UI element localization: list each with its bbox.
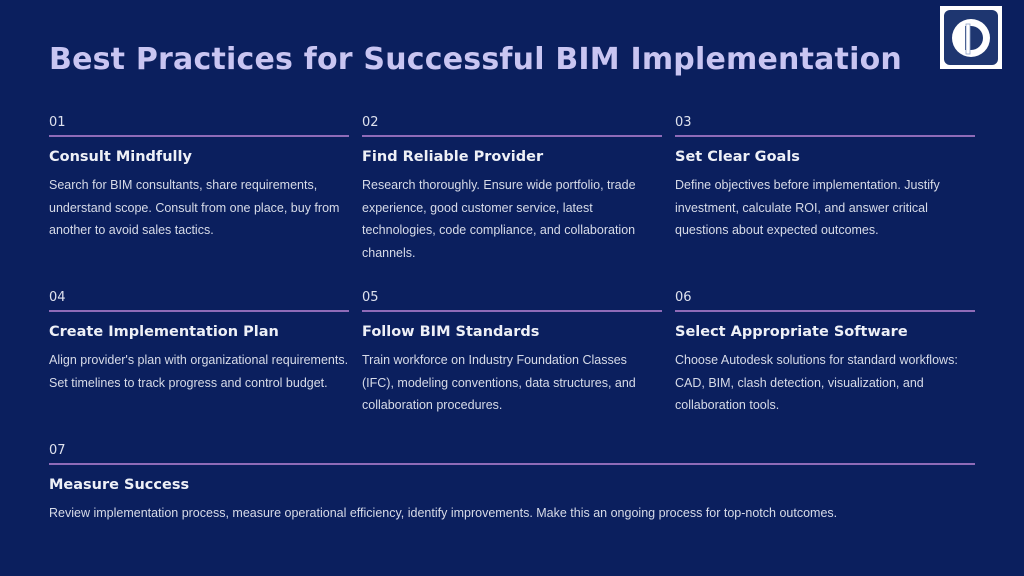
card-body: Research thoroughly. Ensure wide portfol… (362, 178, 636, 260)
card-body: Review implementation process, measure o… (49, 506, 838, 520)
card-number: 03 (675, 115, 692, 130)
card-heading: Select Appropriate Software (675, 324, 908, 340)
logo-d-icon (952, 18, 990, 57)
card-heading: Follow BIM Standards (362, 324, 540, 340)
card-body: Train workforce on Industry Foundation C… (362, 353, 636, 412)
card-number: 04 (49, 290, 66, 305)
card-heading: Find Reliable Provider (362, 149, 544, 165)
card-number: 02 (362, 115, 379, 130)
card-heading: Measure Success (49, 477, 190, 493)
practice-card: 03 Set Clear Goals Define objectives bef… (675, 115, 975, 242)
card-number: 06 (675, 290, 692, 305)
page-title: Best Practices for Successful BIM Implem… (49, 42, 902, 77)
card-heading: Consult Mindfully (49, 149, 192, 165)
divider (49, 310, 349, 312)
practice-card: 07 Measure Success Review implementation… (49, 443, 975, 525)
divider (49, 135, 349, 137)
card-number: 01 (49, 115, 66, 130)
divider (675, 135, 975, 137)
divider (675, 310, 975, 312)
card-body: Choose Autodesk solutions for standard w… (675, 353, 958, 412)
practice-card: 05 Follow BIM Standards Train workforce … (362, 290, 662, 417)
card-body: Define objectives before implementation.… (675, 178, 940, 237)
card-heading: Create Implementation Plan (49, 324, 279, 340)
divider (49, 463, 975, 465)
card-number: 07 (49, 443, 66, 458)
divider (362, 310, 662, 312)
card-body: Align provider's plan with organizationa… (49, 353, 349, 390)
practice-card: 01 Consult Mindfully Search for BIM cons… (49, 115, 349, 242)
card-heading: Set Clear Goals (675, 149, 800, 165)
divider (362, 135, 662, 137)
card-number: 05 (362, 290, 379, 305)
practice-card: 04 Create Implementation Plan Align prov… (49, 290, 349, 394)
practice-card: 02 Find Reliable Provider Research thoro… (362, 115, 662, 264)
card-body: Search for BIM consultants, share requir… (49, 178, 340, 237)
practice-card: 06 Select Appropriate Software Choose Au… (675, 290, 975, 417)
company-logo (940, 6, 1002, 69)
